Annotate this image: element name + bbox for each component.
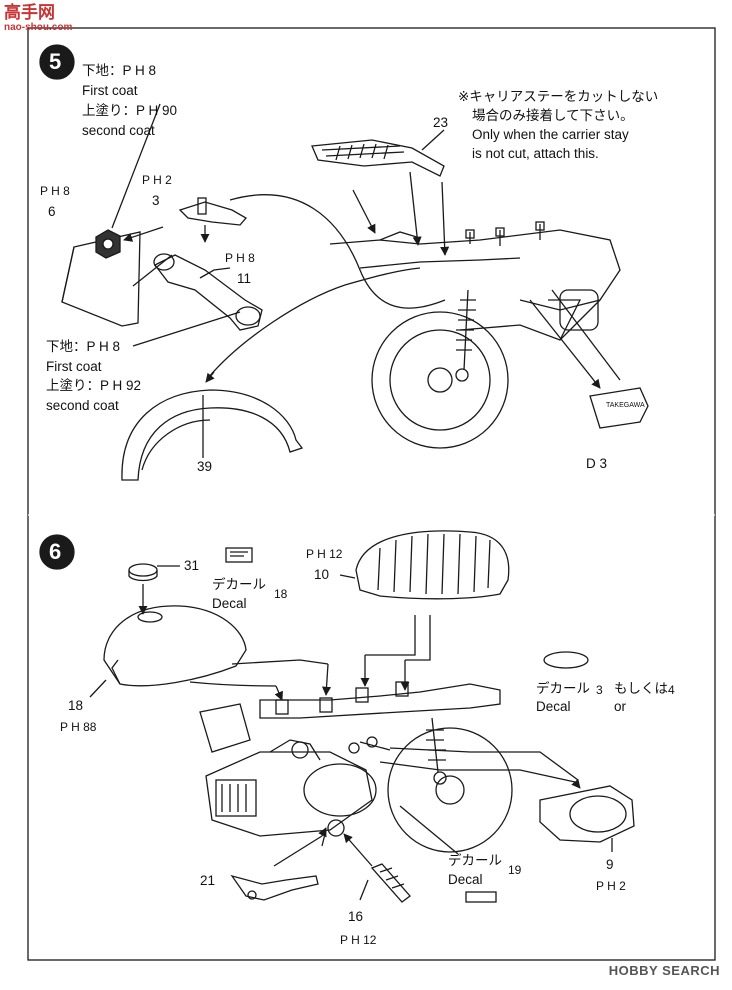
decal-or-jp: もしくは xyxy=(614,681,668,696)
watermark-site: 高手网 nao-shou.com xyxy=(4,3,73,34)
decal19-en: Decal xyxy=(448,872,483,887)
decal-or-en: or xyxy=(614,699,627,714)
decal19-number: 19 xyxy=(508,863,522,877)
part9-paint: P H 2 xyxy=(596,879,626,893)
part11-callout: 11 xyxy=(237,271,252,286)
carrier-note-jp-1: ※キャリアステーをカットしない xyxy=(458,89,659,104)
part9-callout: 9 xyxy=(606,857,614,872)
part6-paint: P H 8 xyxy=(40,184,70,198)
decal18-number: 18 xyxy=(274,587,288,601)
rear-shock-6 xyxy=(431,717,439,773)
part16-callout: 16 xyxy=(348,909,364,924)
step5-number: 5 xyxy=(49,49,62,74)
step5-first-coat-jp-2: 下地：P H 8 xyxy=(46,339,121,354)
steering-stem xyxy=(199,703,251,753)
part21-callout: 21 xyxy=(200,873,216,888)
part10-callout: 10 xyxy=(314,567,330,582)
engine xyxy=(205,751,373,837)
emblem-text: TAKEGAWA xyxy=(606,402,645,409)
part16-paint: P H 12 xyxy=(340,933,377,947)
decal3-jp: デカール xyxy=(536,681,590,696)
decal18-icon xyxy=(225,547,253,563)
part6-callout: 6 xyxy=(48,204,56,219)
part39-fender xyxy=(121,389,304,481)
rear-wheel xyxy=(371,311,509,449)
step5-second-coat-jp-2: 上塗り：P H 92 xyxy=(46,378,142,393)
part3-callout: 3 xyxy=(152,193,160,208)
decal4-option: 4 xyxy=(668,683,675,697)
decal3-en: Decal xyxy=(536,699,571,714)
carrier-note-jp-2: 場合のみ接着して下さい。 xyxy=(472,108,634,123)
watermark-hobby-search: HOBBY SEARCH xyxy=(608,963,720,978)
decal19-icon xyxy=(465,891,497,903)
part16-spark-plug xyxy=(370,863,411,903)
decal-emblem-icon xyxy=(543,651,589,669)
part39-callout: 39 xyxy=(197,459,213,474)
part31-callout: 31 xyxy=(184,558,200,573)
part21-kick-lever xyxy=(230,874,319,901)
step5-first-coat-en-1: First coat xyxy=(82,83,138,98)
part31-fuel-cap xyxy=(128,563,158,577)
decal18-jp: デカール xyxy=(212,577,266,592)
step6-number: 6 xyxy=(49,539,62,564)
part11-paint: P H 8 xyxy=(225,251,255,265)
part18-paint: P H 88 xyxy=(60,720,97,734)
rear-wheel-6 xyxy=(387,727,513,853)
decal18-en: Decal xyxy=(212,596,247,611)
part9-side-cover xyxy=(539,785,635,843)
carrier-note-en-1: Only when the carrier stay xyxy=(472,127,629,142)
part23-callout: 23 xyxy=(433,115,449,130)
frame-step6 xyxy=(259,683,501,719)
brake-cable xyxy=(229,194,446,309)
frame-main xyxy=(329,229,621,311)
step5-second-coat-jp-1: 上塗り：P H 90 xyxy=(82,103,178,118)
carrier-note-en-2: is not cut, attach this. xyxy=(472,146,599,161)
fender-arrow xyxy=(207,267,421,379)
part11-swingarm xyxy=(154,254,263,331)
step6-badge xyxy=(39,534,75,570)
part23-carrier xyxy=(311,139,445,177)
partD3-callout: D 3 xyxy=(586,456,608,471)
step5-first-coat-en-2: First coat xyxy=(46,359,102,374)
decal3-option: 3 xyxy=(596,683,603,697)
part10-paint: P H 12 xyxy=(306,547,343,561)
step5-first-coat-jp-1: 下地：P H 8 xyxy=(82,63,157,78)
step5-second-coat-en-1: second coat xyxy=(82,123,155,138)
partD3-emblem xyxy=(589,387,649,429)
step5-badge xyxy=(39,44,75,80)
page-frame xyxy=(27,27,716,961)
part18-fuel-tank xyxy=(103,605,247,687)
part3-paint: P H 2 xyxy=(142,173,172,187)
part3-bracket xyxy=(178,201,248,226)
step5-second-coat-en-2: second coat xyxy=(46,398,119,413)
part10-seat xyxy=(355,530,510,600)
decal19-jp: デカール xyxy=(448,853,502,868)
part18-callout: 18 xyxy=(68,698,84,713)
